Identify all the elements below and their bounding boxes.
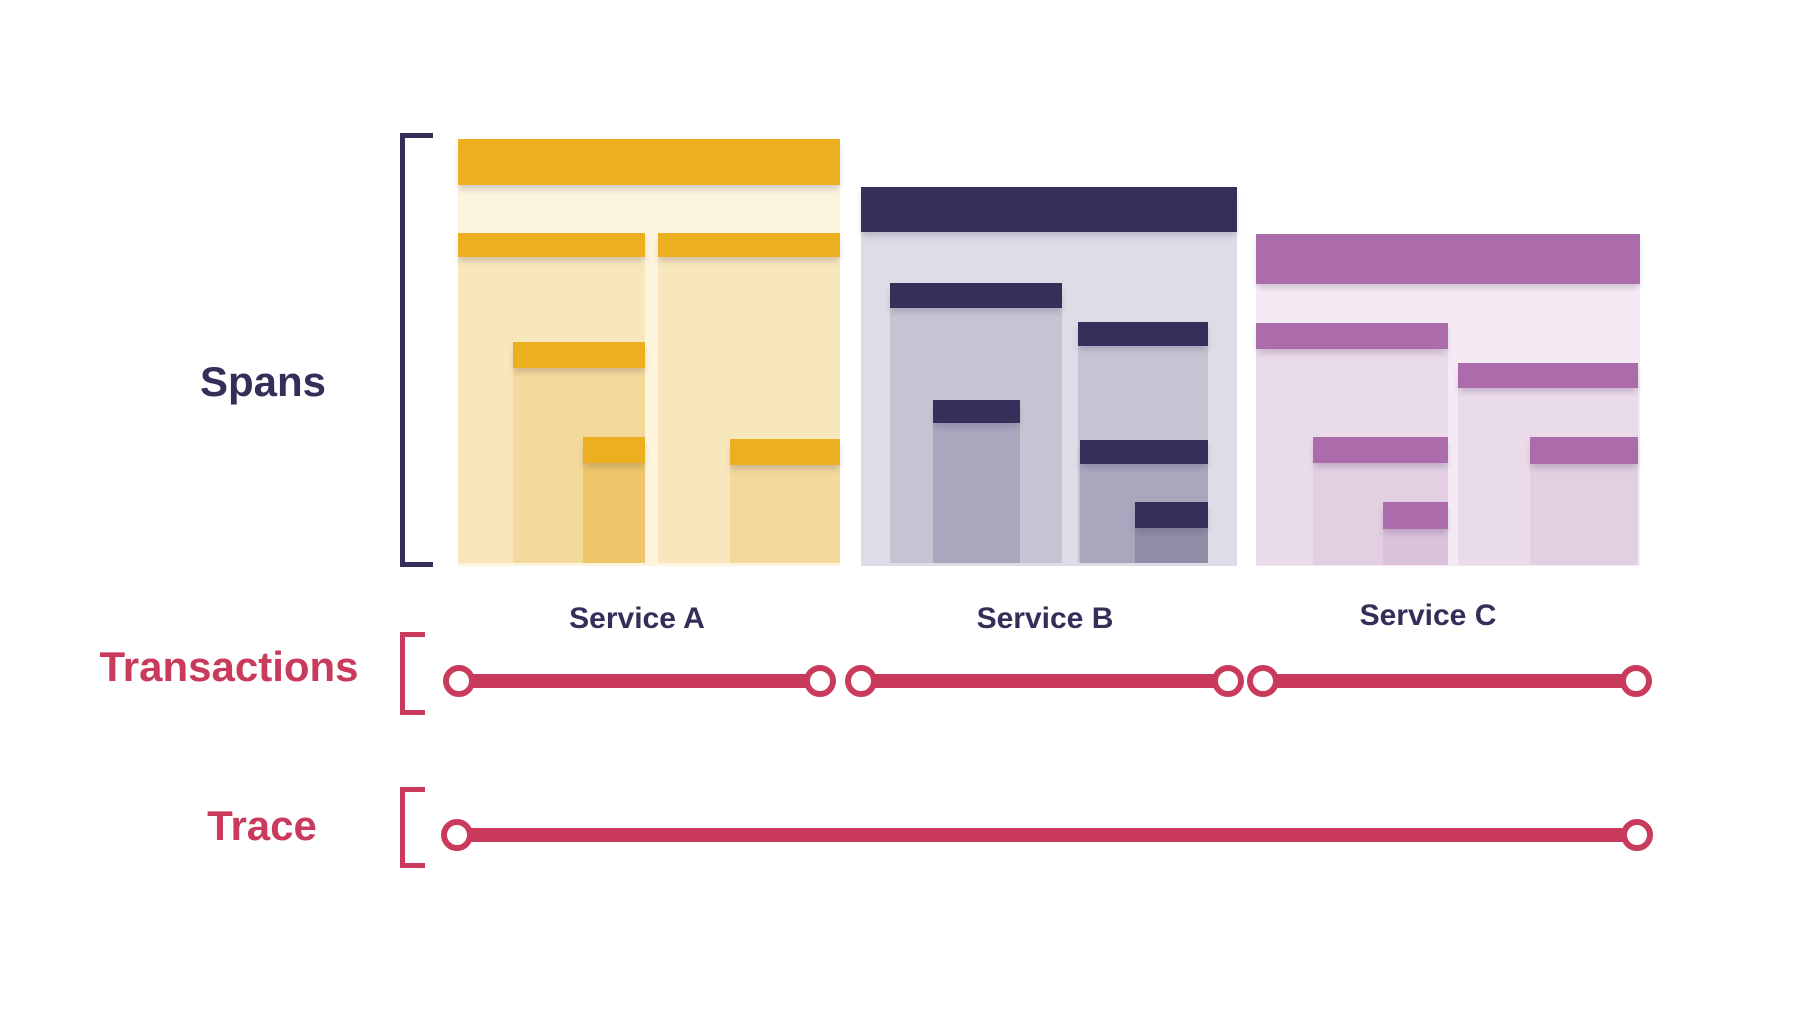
service-c-span-bar xyxy=(1530,437,1638,565)
transaction-endpoint-dot xyxy=(1212,665,1244,697)
span-header-bar xyxy=(1383,502,1448,529)
trace-line xyxy=(457,828,1637,842)
span-header-bar xyxy=(1530,437,1638,464)
service-b-span-bar xyxy=(933,400,1020,563)
spans-bracket xyxy=(400,133,433,567)
span-header-bar xyxy=(933,400,1020,423)
service-c-span-bar xyxy=(1383,502,1448,565)
transaction-endpoint-dot xyxy=(1620,665,1652,697)
trace-endpoint-dot xyxy=(1621,819,1653,851)
span-header-bar xyxy=(513,342,645,368)
spans-row-label: Spans xyxy=(199,358,327,405)
transaction-line xyxy=(459,674,820,688)
service-b-span-bar xyxy=(1135,502,1208,563)
service-a-span-bar xyxy=(583,437,645,563)
transaction-line xyxy=(1263,674,1636,688)
span-header-bar xyxy=(458,233,645,257)
span-header-bar xyxy=(658,233,840,257)
trace-row-label: Trace xyxy=(207,802,317,849)
transactions-bracket xyxy=(400,632,425,715)
span-header-bar xyxy=(861,187,1237,232)
transactions-row-label: Transactions xyxy=(99,643,359,690)
span-header-bar xyxy=(1078,322,1208,346)
transaction-endpoint-dot xyxy=(443,665,475,697)
span-header-bar xyxy=(458,139,840,185)
transaction-endpoint-dot xyxy=(845,665,877,697)
service-c-label: Service C xyxy=(1359,599,1497,632)
span-header-bar xyxy=(1135,502,1208,528)
service-a-label: Service A xyxy=(569,602,705,635)
span-header-bar xyxy=(890,283,1062,308)
span-header-bar xyxy=(1313,437,1448,463)
span-header-bar xyxy=(1256,234,1640,284)
span-header-bar xyxy=(1080,440,1208,464)
span-header-bar xyxy=(730,439,840,465)
transaction-endpoint-dot xyxy=(1247,665,1279,697)
transaction-line xyxy=(861,674,1228,688)
service-b-label: Service B xyxy=(976,602,1114,635)
span-header-bar xyxy=(583,437,645,463)
span-header-bar xyxy=(1458,363,1638,388)
trace-endpoint-dot xyxy=(441,819,473,851)
trace-bracket xyxy=(400,787,425,868)
transaction-endpoint-dot xyxy=(804,665,836,697)
service-a-span-bar xyxy=(730,439,840,563)
span-header-bar xyxy=(1256,323,1448,349)
